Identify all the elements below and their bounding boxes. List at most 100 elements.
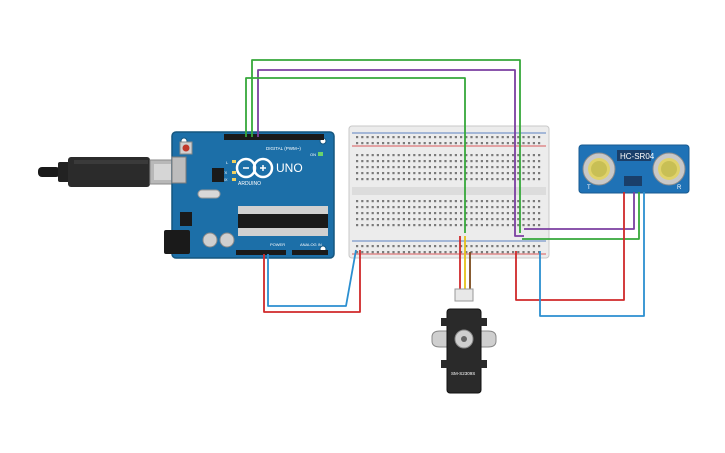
breadboard-hole[interactable] <box>392 154 395 157</box>
breadboard-hole[interactable] <box>486 172 489 175</box>
breadboard-hole[interactable] <box>449 251 452 254</box>
breadboard-hole[interactable] <box>491 200 494 203</box>
wire-green-1[interactable] <box>251 59 521 233</box>
breadboard-hole[interactable] <box>418 136 421 139</box>
breadboard-hole[interactable] <box>376 212 379 215</box>
breadboard-hole[interactable] <box>366 160 369 163</box>
breadboard-hole[interactable] <box>501 206 504 209</box>
breadboard-hole[interactable] <box>506 166 509 169</box>
breadboard-hole[interactable] <box>444 245 447 248</box>
breadboard-hole[interactable] <box>527 166 530 169</box>
wire-blue-sensor[interactable] <box>539 192 645 317</box>
breadboard-hole[interactable] <box>434 245 437 248</box>
breadboard-hole[interactable] <box>465 136 468 139</box>
breadboard-hole[interactable] <box>356 160 359 163</box>
breadboard-hole[interactable] <box>506 224 509 227</box>
breadboard-hole[interactable] <box>356 166 359 169</box>
breadboard-hole[interactable] <box>517 142 520 145</box>
breadboard-hole[interactable] <box>522 166 525 169</box>
breadboard-hole[interactable] <box>532 160 535 163</box>
breadboard-hole[interactable] <box>366 251 369 254</box>
breadboard-hole[interactable] <box>460 218 463 221</box>
breadboard-hole[interactable] <box>392 245 395 248</box>
breadboard-hole[interactable] <box>480 142 483 145</box>
breadboard-hole[interactable] <box>501 154 504 157</box>
breadboard-hole[interactable] <box>397 206 400 209</box>
breadboard-hole[interactable] <box>496 166 499 169</box>
breadboard-hole[interactable] <box>392 172 395 175</box>
breadboard-hole[interactable] <box>413 206 416 209</box>
breadboard-hole[interactable] <box>527 142 530 145</box>
breadboard-hole[interactable] <box>522 251 525 254</box>
breadboard-hole[interactable] <box>392 200 395 203</box>
breadboard-hole[interactable] <box>522 172 525 175</box>
breadboard-hole[interactable] <box>408 178 411 181</box>
breadboard-hole[interactable] <box>418 200 421 203</box>
breadboard-hole[interactable] <box>376 142 379 145</box>
breadboard-hole[interactable] <box>434 178 437 181</box>
breadboard-hole[interactable] <box>387 160 390 163</box>
breadboard-hole[interactable] <box>444 172 447 175</box>
breadboard-hole[interactable] <box>506 178 509 181</box>
breadboard-hole[interactable] <box>449 224 452 227</box>
breadboard-hole[interactable] <box>465 154 468 157</box>
breadboard-hole[interactable] <box>475 178 478 181</box>
breadboard-hole[interactable] <box>512 224 515 227</box>
breadboard-hole[interactable] <box>444 136 447 139</box>
breadboard-hole[interactable] <box>439 154 442 157</box>
breadboard-hole[interactable] <box>413 178 416 181</box>
breadboard-hole[interactable] <box>439 206 442 209</box>
breadboard-hole[interactable] <box>439 218 442 221</box>
breadboard-hole[interactable] <box>532 200 535 203</box>
breadboard[interactable] <box>348 125 550 259</box>
breadboard-hole[interactable] <box>460 160 463 163</box>
breadboard-hole[interactable] <box>496 178 499 181</box>
breadboard-hole[interactable] <box>480 178 483 181</box>
breadboard-hole[interactable] <box>366 206 369 209</box>
breadboard-hole[interactable] <box>522 200 525 203</box>
breadboard-hole[interactable] <box>371 224 374 227</box>
breadboard-hole[interactable] <box>382 212 385 215</box>
breadboard-hole[interactable] <box>480 212 483 215</box>
breadboard-hole[interactable] <box>465 218 468 221</box>
breadboard-hole[interactable] <box>397 136 400 139</box>
breadboard-hole[interactable] <box>517 224 520 227</box>
breadboard-hole[interactable] <box>506 212 509 215</box>
breadboard-hole[interactable] <box>392 136 395 139</box>
breadboard-hole[interactable] <box>496 224 499 227</box>
breadboard-hole[interactable] <box>402 136 405 139</box>
breadboard-hole[interactable] <box>449 172 452 175</box>
breadboard-hole[interactable] <box>387 218 390 221</box>
breadboard-hole[interactable] <box>387 166 390 169</box>
breadboard-hole[interactable] <box>491 136 494 139</box>
breadboard-hole[interactable] <box>397 251 400 254</box>
breadboard-hole[interactable] <box>402 218 405 221</box>
breadboard-hole[interactable] <box>361 200 364 203</box>
breadboard-hole[interactable] <box>423 224 426 227</box>
breadboard-hole[interactable] <box>517 172 520 175</box>
breadboard-hole[interactable] <box>408 212 411 215</box>
breadboard-hole[interactable] <box>413 224 416 227</box>
breadboard-hole[interactable] <box>423 136 426 139</box>
breadboard-hole[interactable] <box>423 212 426 215</box>
breadboard-hole[interactable] <box>382 178 385 181</box>
breadboard-hole[interactable] <box>486 166 489 169</box>
breadboard-hole[interactable] <box>413 160 416 163</box>
breadboard-hole[interactable] <box>506 200 509 203</box>
breadboard-hole[interactable] <box>449 154 452 157</box>
breadboard-hole[interactable] <box>532 251 535 254</box>
breadboard-hole[interactable] <box>517 136 520 139</box>
breadboard-hole[interactable] <box>387 206 390 209</box>
breadboard-hole[interactable] <box>538 218 541 221</box>
breadboard-hole[interactable] <box>356 172 359 175</box>
breadboard-hole[interactable] <box>402 172 405 175</box>
breadboard-hole[interactable] <box>392 178 395 181</box>
breadboard-hole[interactable] <box>454 178 457 181</box>
breadboard-hole[interactable] <box>491 166 494 169</box>
breadboard-hole[interactable] <box>434 251 437 254</box>
breadboard-hole[interactable] <box>444 212 447 215</box>
breadboard-hole[interactable] <box>449 245 452 248</box>
breadboard-hole[interactable] <box>475 160 478 163</box>
reset-button-icon[interactable] <box>179 141 193 155</box>
breadboard-hole[interactable] <box>527 251 530 254</box>
